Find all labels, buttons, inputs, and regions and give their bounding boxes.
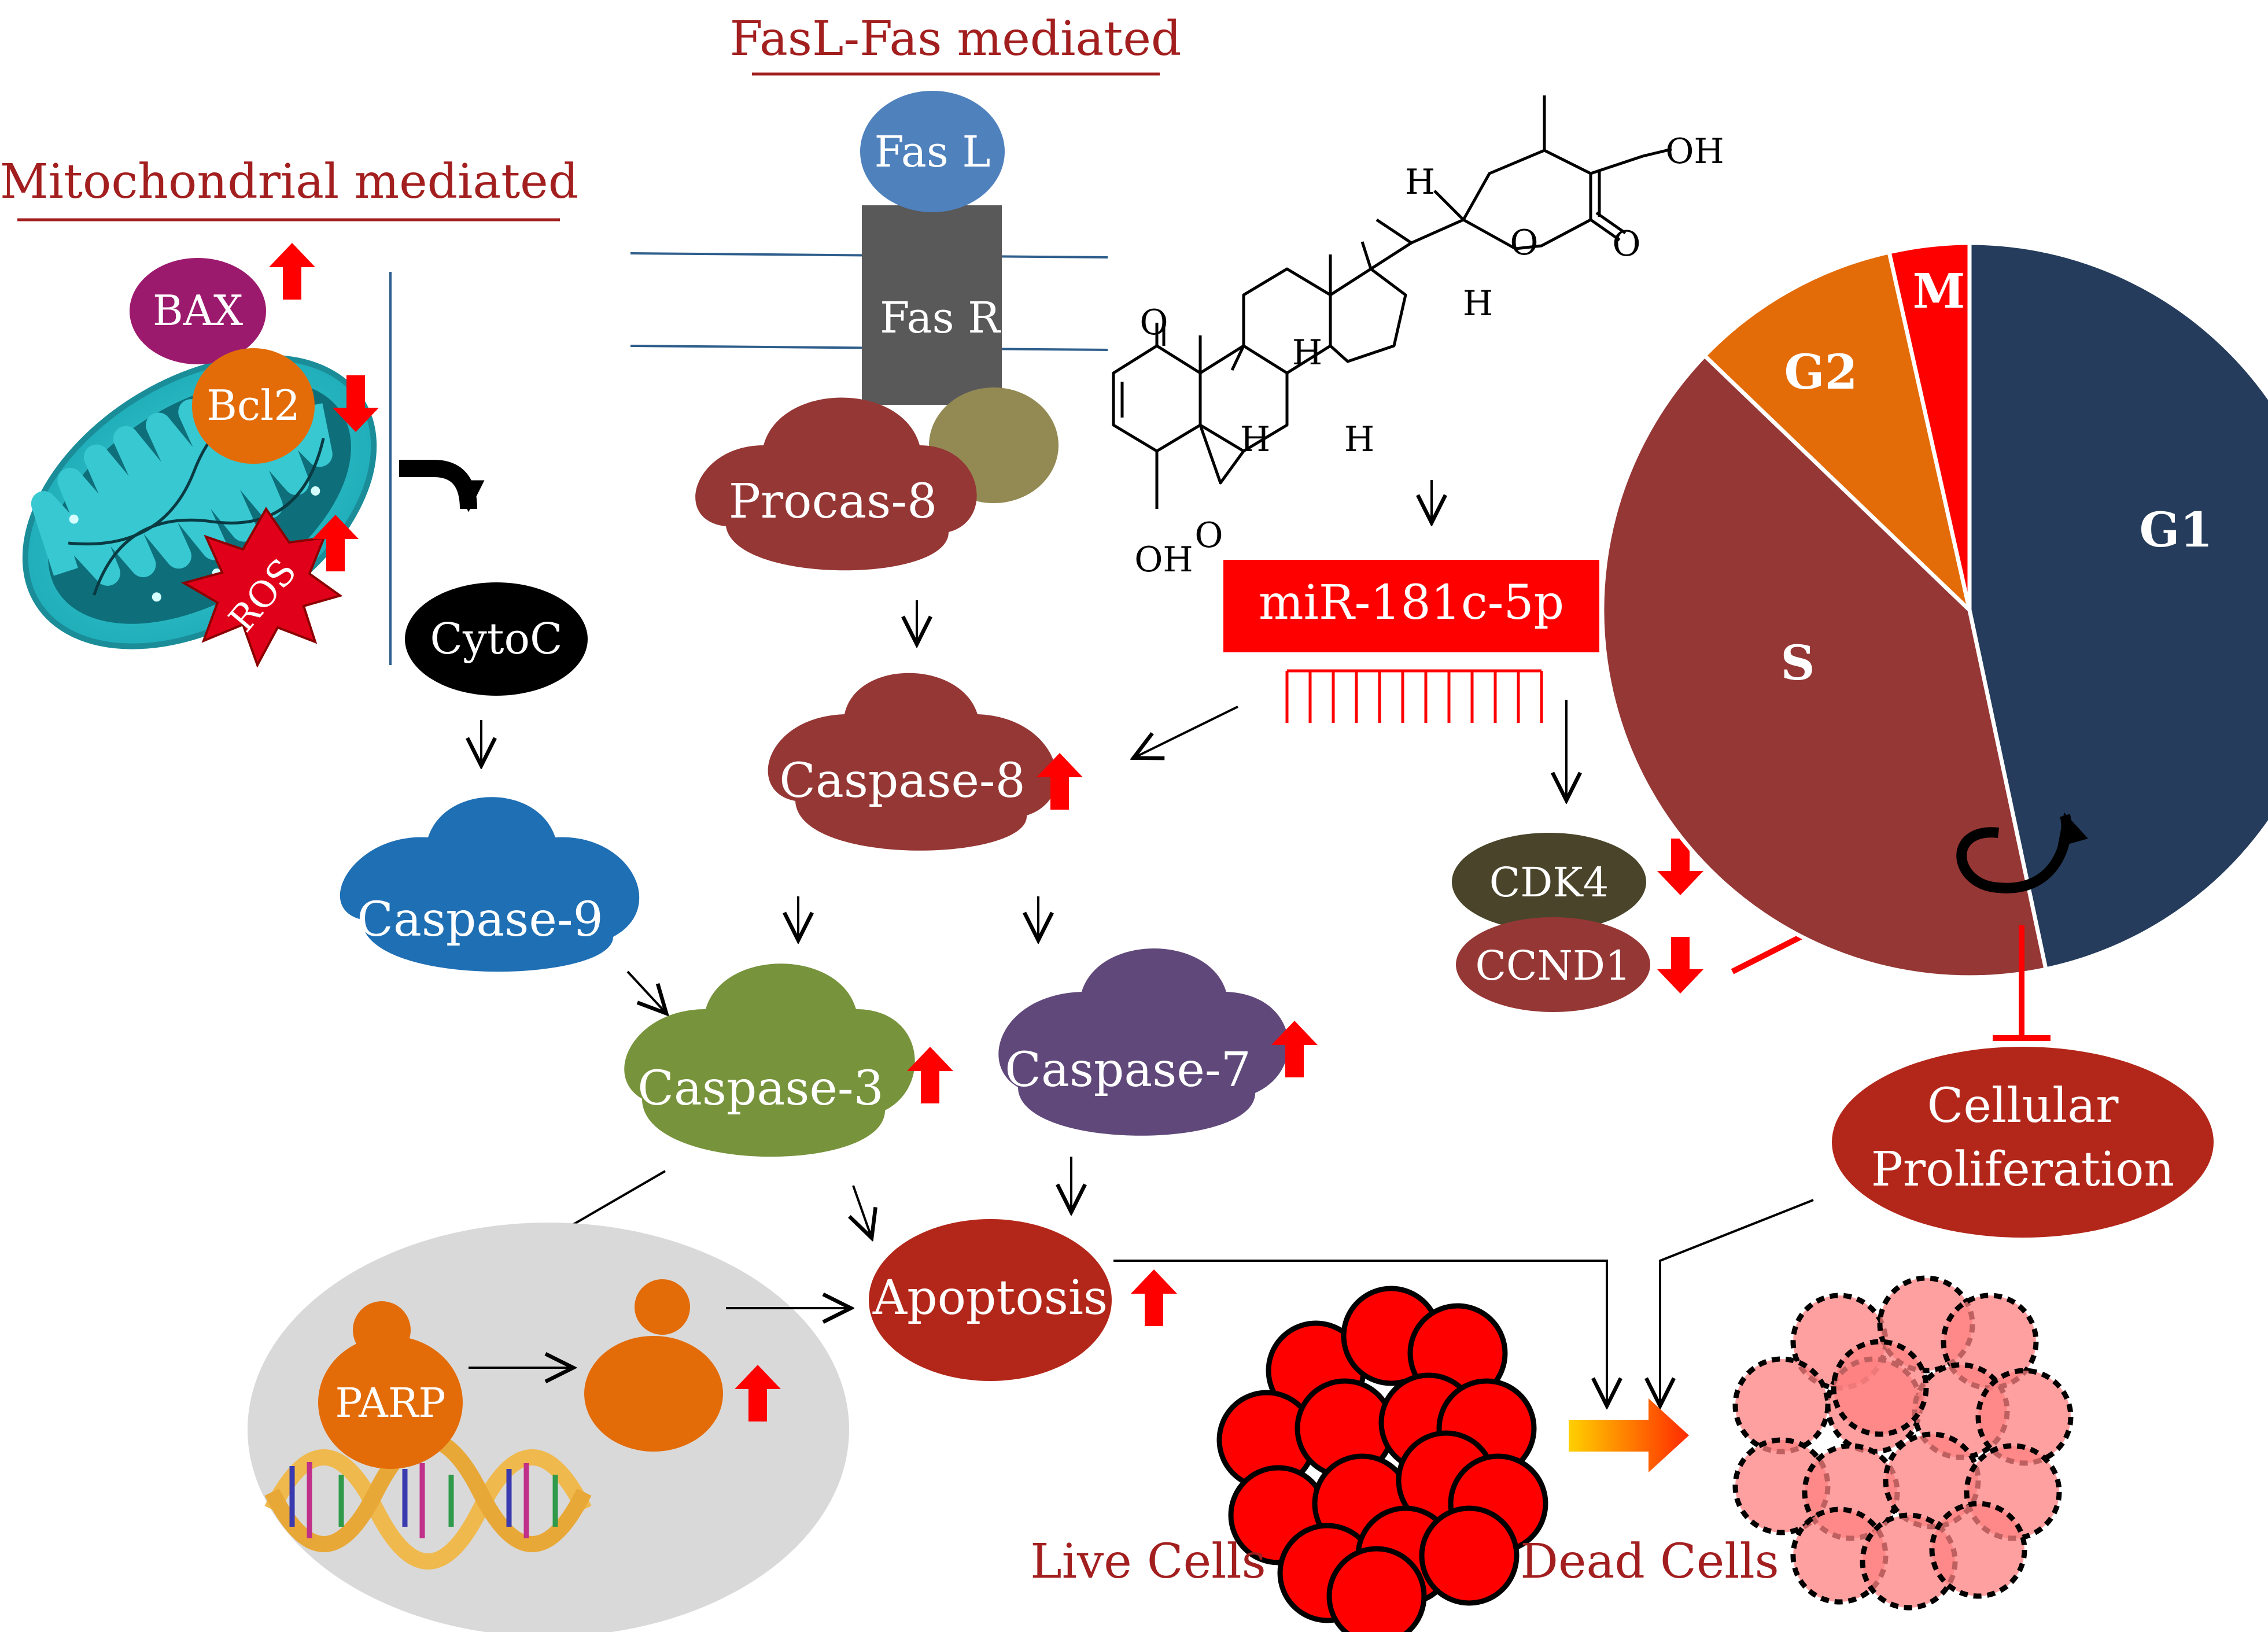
fasl-heading-text: FasL-Fas mediated	[730, 12, 1182, 67]
cytoc-node: CytoC	[405, 582, 588, 696]
mito-heading-text: Mitochondrial mediated	[0, 154, 578, 209]
pie-slice-g2	[1702, 250, 1972, 612]
cytoc-label: CytoC	[430, 614, 562, 664]
atom-oh: OH	[1134, 540, 1193, 580]
pie-label-m: M	[1913, 264, 1965, 319]
arrow-mirna-casp8	[1137, 706, 1238, 756]
atom-h: H	[1344, 419, 1374, 460]
arrow-casp3-apoptosis	[853, 1185, 871, 1235]
caspase7-node: Caspase-7	[998, 948, 1318, 1136]
arrow-apoptosis-dead	[1113, 1260, 1607, 1402]
caspase9-node: Caspase-9	[340, 797, 640, 972]
ccnd1-node: CCND1	[1456, 917, 1703, 1012]
cell-cycle-labels: G1 S G2 M	[1780, 264, 2212, 691]
fas-l-node: Fas L	[860, 91, 1005, 212]
caspase7-label: Caspase-7	[1005, 1043, 1251, 1098]
caspase3-node: Caspase-3	[624, 963, 953, 1157]
pie-label-s: S	[1780, 636, 1815, 691]
dead-cells-label: Dead Cells	[1520, 1534, 1779, 1589]
up-arrow-icon	[1131, 1269, 1177, 1326]
dead-cells-cluster	[1735, 1278, 2071, 1608]
caspase8-node: Caspase-8	[768, 673, 1083, 851]
chemical-structure	[1112, 95, 1672, 509]
atom-oh: OH	[1665, 131, 1724, 172]
cdk4-node: CDK4	[1452, 833, 1703, 931]
proliferation-label-1: Cellular	[1927, 1079, 2119, 1133]
bax-label: BAX	[153, 286, 243, 335]
procas8-node: Procas-8	[695, 397, 977, 571]
apoptosis-node: Apoptosis	[869, 1219, 1177, 1381]
proliferation-label-2: Proliferation	[1871, 1142, 2175, 1197]
arrow-prolif-dead	[1660, 1199, 1814, 1402]
apoptosis-label: Apoptosis	[872, 1271, 1108, 1325]
fas-r-node: Fas R	[862, 205, 1002, 405]
inhibit-cellcycle-prolif	[1993, 925, 2051, 1041]
fasl-heading: FasL-Fas mediated	[730, 12, 1182, 76]
caspase9-label: Caspase-9	[357, 892, 603, 947]
down-arrow-icon	[1657, 937, 1703, 994]
atom-o: O	[1139, 302, 1168, 343]
mirna-node: miR-181c-5p	[1223, 560, 1682, 652]
cycle-loop-arrow	[1956, 812, 2088, 893]
cell-cycle-pie	[1600, 241, 2268, 980]
atom-o: O	[1612, 224, 1640, 264]
atom-o: O	[1194, 515, 1223, 556]
atom-h: H	[1405, 162, 1435, 202]
caspase8-label: Caspase-8	[779, 754, 1026, 808]
atom-h: H	[1463, 283, 1493, 324]
live-cells-cluster	[1219, 1288, 1546, 1632]
atom-o: O	[1510, 223, 1538, 263]
mirna-label: miR-181c-5p	[1259, 575, 1564, 630]
transition-arrow	[1569, 1398, 1689, 1472]
pie-slice-s	[1600, 353, 2048, 980]
bcl2-label: Bcl2	[206, 381, 300, 430]
mito-heading: Mitochondrial mediated	[0, 154, 578, 221]
nucleus: PARP	[248, 1223, 849, 1632]
chemical-labels: O O O O OH OH H H H H H	[1134, 131, 1724, 580]
cdk4-label: CDK4	[1489, 859, 1609, 906]
procas8-label: Procas-8	[729, 474, 938, 529]
pie-slice-m	[1887, 241, 1972, 612]
pie-label-g1: G1	[2139, 503, 2212, 558]
pie-slice-g1	[1967, 241, 2268, 972]
parp-label: PARP	[335, 1379, 445, 1427]
pie-label-g2: G2	[1784, 345, 1857, 400]
mirna-seed	[1285, 669, 1543, 723]
bcl2-node: Bcl2	[192, 348, 379, 464]
release-arrow	[399, 460, 485, 512]
proliferation-node: Cellular Proliferation	[1832, 1047, 2214, 1238]
ros-node: ROS	[180, 507, 359, 668]
arrow-casp9-casp3	[626, 970, 664, 1011]
up-arrow-icon	[269, 243, 315, 300]
fas-r-label: Fas R	[880, 293, 1001, 343]
bax-node: BAX	[130, 243, 315, 364]
atom-h: H	[1240, 419, 1270, 460]
fas-l-label: Fas L	[874, 127, 990, 177]
cleaved-parp-node	[584, 1279, 781, 1452]
parp-node: PARP	[318, 1301, 463, 1469]
atom-h: H	[1292, 333, 1322, 373]
ccnd1-label: CCND1	[1475, 942, 1631, 989]
caspase3-label: Caspase-3	[637, 1061, 884, 1116]
live-cells-label: Live Cells	[1030, 1534, 1266, 1589]
